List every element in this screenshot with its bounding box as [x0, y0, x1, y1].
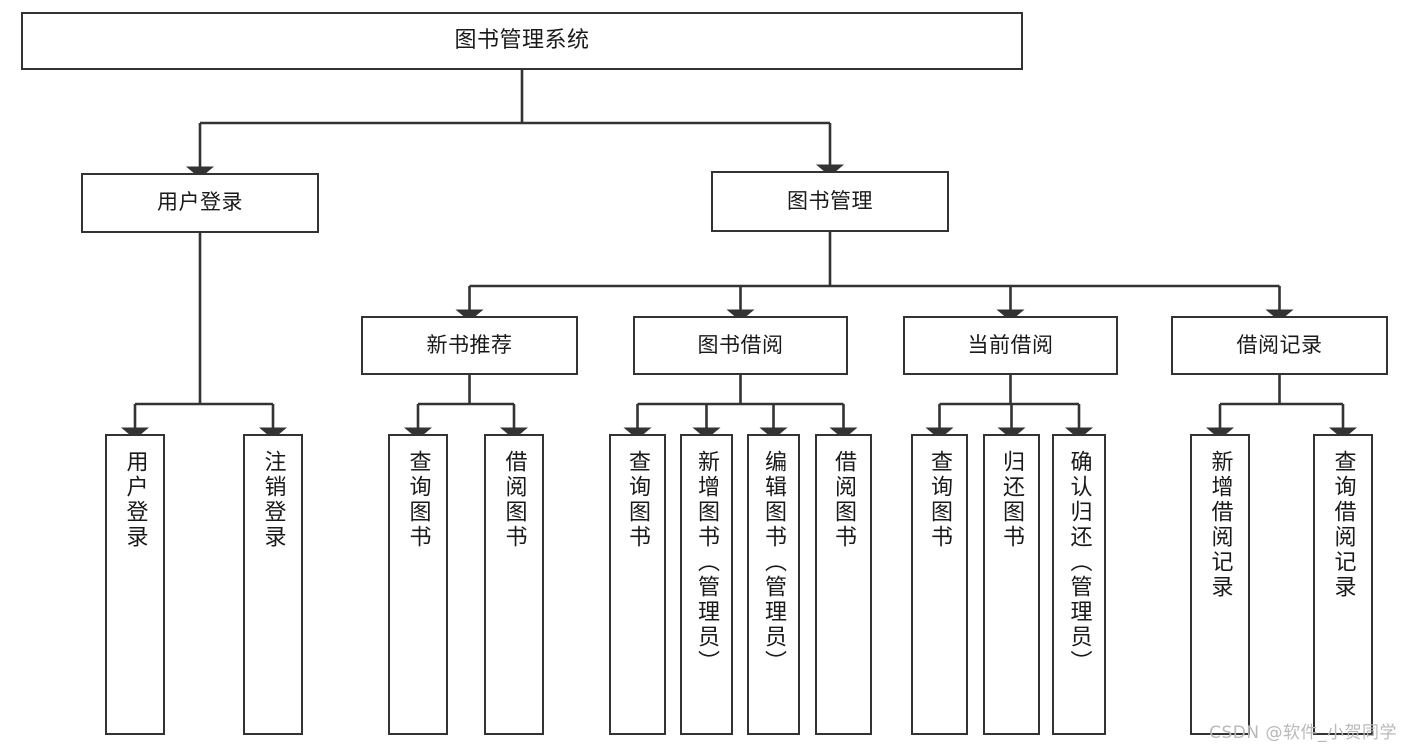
node-label-leaf-user-login: 用户登录 — [122, 450, 148, 550]
node-leaf-query-record[interactable]: 查询借阅记录 — [1313, 434, 1373, 735]
node-label-leaf-return-book: 归还图书 — [999, 450, 1025, 550]
node-leaf-query-book-3[interactable]: 查询图书 — [911, 434, 968, 735]
node-label-root: 图书管理系统 — [454, 27, 590, 53]
node-label-leaf-query-record: 查询借阅记录 — [1330, 450, 1356, 600]
node-book-borrow[interactable]: 图书借阅 — [633, 316, 848, 375]
node-label-leaf-user-logout: 注销登录 — [260, 450, 286, 550]
node-label-leaf-borrow-book-2: 借阅图书 — [831, 450, 857, 550]
node-leaf-add-book[interactable]: 新增图书（管理员） — [680, 434, 733, 735]
node-label-new-book-rec: 新书推荐 — [426, 332, 513, 357]
node-leaf-user-login[interactable]: 用户登录 — [105, 434, 165, 735]
node-label-leaf-confirm-return: 确认归还（管理员） — [1066, 450, 1092, 675]
node-label-leaf-add-book: 新增图书（管理员） — [694, 450, 720, 675]
node-leaf-edit-book[interactable]: 编辑图书（管理员） — [747, 434, 800, 735]
node-label-leaf-query-book-2: 查询图书 — [625, 450, 651, 550]
watermark-label: CSDN @软件_小贺同学 — [1209, 723, 1397, 743]
node-leaf-user-logout[interactable]: 注销登录 — [243, 434, 303, 735]
node-leaf-query-book-2[interactable]: 查询图书 — [609, 434, 666, 735]
node-label-current-borrow: 当前借阅 — [967, 332, 1054, 357]
node-root[interactable]: 图书管理系统 — [21, 12, 1023, 70]
node-label-book-borrow: 图书借阅 — [697, 332, 784, 357]
node-label-leaf-query-book-3: 查询图书 — [927, 450, 953, 550]
node-borrow-record[interactable]: 借阅记录 — [1171, 316, 1388, 375]
node-leaf-return-book[interactable]: 归还图书 — [983, 434, 1040, 735]
node-leaf-borrow-book-1[interactable]: 借阅图书 — [484, 434, 544, 735]
node-leaf-query-book-1[interactable]: 查询图书 — [388, 434, 448, 735]
node-label-leaf-add-record: 新增借阅记录 — [1207, 450, 1233, 600]
node-leaf-borrow-book-2[interactable]: 借阅图书 — [815, 434, 872, 735]
node-label-leaf-query-book-1: 查询图书 — [405, 450, 431, 550]
node-leaf-add-record[interactable]: 新增借阅记录 — [1190, 434, 1250, 735]
node-label-book-mgmt: 图书管理 — [787, 188, 873, 213]
node-label-user-login: 用户登录 — [157, 190, 243, 215]
node-new-book-rec[interactable]: 新书推荐 — [361, 316, 578, 375]
node-user-login[interactable]: 用户登录 — [81, 173, 319, 233]
node-book-mgmt[interactable]: 图书管理 — [711, 171, 949, 232]
node-label-borrow-record: 借阅记录 — [1236, 332, 1323, 357]
node-label-leaf-borrow-book-1: 借阅图书 — [501, 450, 527, 550]
node-leaf-confirm-return[interactable]: 确认归还（管理员） — [1052, 434, 1106, 735]
node-current-borrow[interactable]: 当前借阅 — [903, 316, 1118, 375]
node-label-leaf-edit-book: 编辑图书（管理员） — [761, 450, 787, 675]
